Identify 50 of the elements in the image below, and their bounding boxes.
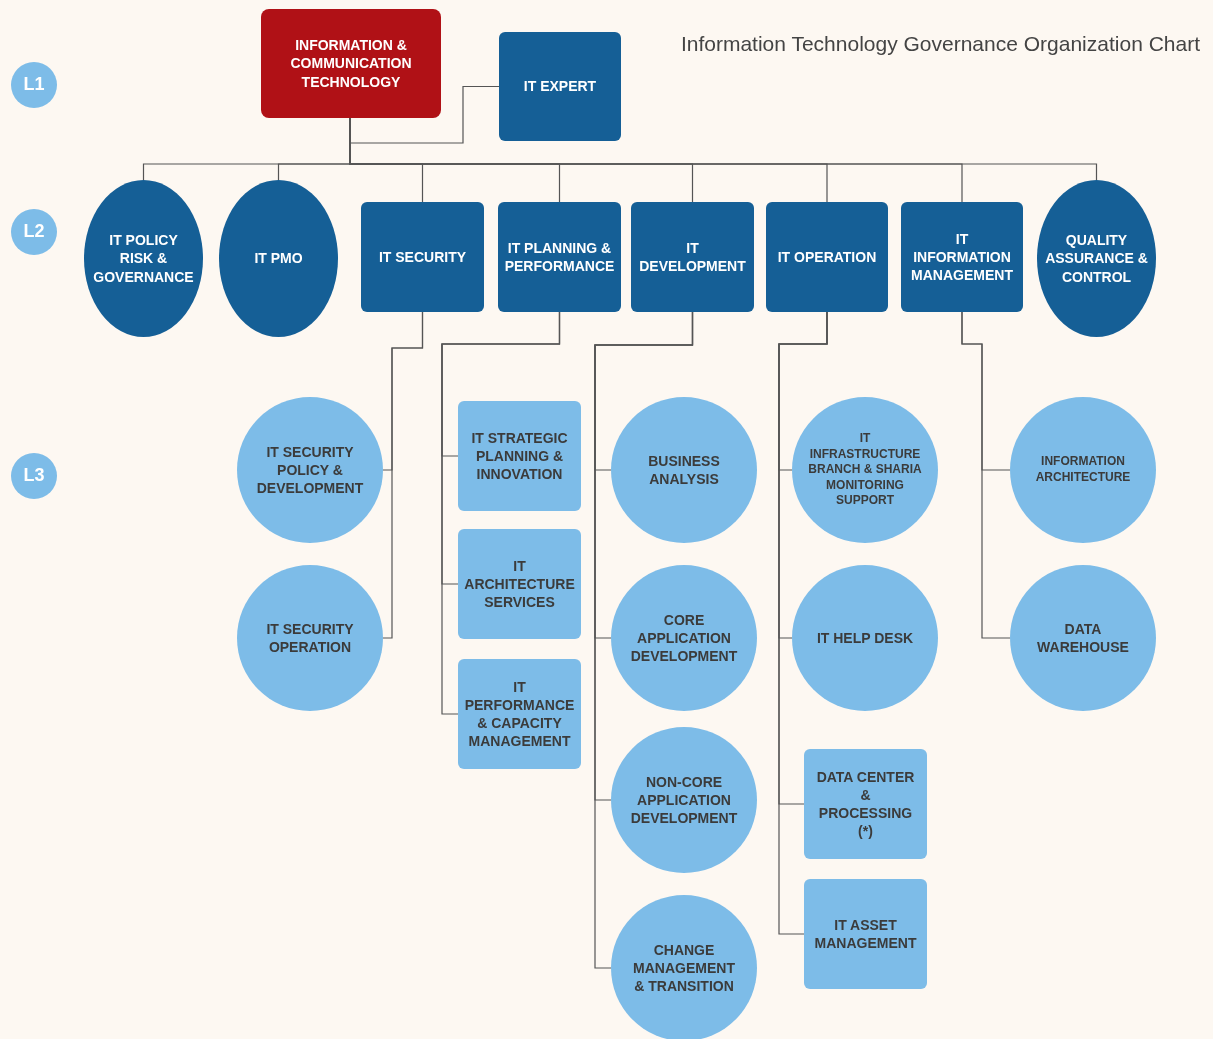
sub-unit-box (804, 749, 927, 859)
unit-label: NON-CORE APPLICATION DEVELOPMENT (629, 772, 739, 828)
unit-box (631, 202, 754, 312)
unit-label: CORE APPLICATION DEVELOPMENT (629, 610, 739, 666)
connector-line (382, 311, 424, 639)
unit-box (901, 202, 1023, 312)
unit-label: L1 (23, 73, 45, 97)
level-badge (11, 453, 57, 499)
unit-label: L2 (23, 220, 45, 244)
level-badge (11, 62, 57, 108)
unit-label: INFORMATION & COMMUNICATION TECHNOLOGY (289, 36, 413, 91)
unit-label: QUALITY ASSURANCE & CONTROL (1045, 231, 1148, 286)
unit-label: DATA CENTER & PROCESSING (*) (815, 767, 916, 841)
unit-label: IT OPERATION (777, 247, 877, 267)
unit-label: L3 (23, 464, 45, 488)
unit-label: IT STRATEGIC PLANNING & INNOVATION (470, 428, 569, 484)
unit-label: IT INFRASTRUCTURE BRANCH & SHARIA MONITORING SUPPORT (808, 431, 922, 509)
unit-label: IT HELP DESK (816, 628, 914, 648)
sub-unit-box (458, 529, 581, 639)
unit-box (766, 202, 888, 312)
unit-label: IT INFORMATION MANAGEMENT (910, 229, 1014, 285)
sub-unit-box (804, 879, 927, 989)
connector-line (961, 311, 1011, 639)
unit-label: CHANGE MANAGEMENT & TRANSITION (632, 940, 736, 996)
unit-label: IT POLICY RISK & GOVERNANCE (92, 231, 195, 286)
chart-title: Information Technology Governance Organization Chart (680, 31, 1200, 57)
sub-unit-box (458, 401, 581, 511)
connector-line (349, 85, 500, 144)
unit-label: IT PLANNING & PERFORMANCE (504, 238, 615, 276)
unit-label: INFORMATION ARCHITECTURE (1034, 454, 1132, 486)
connector-line (441, 311, 561, 715)
unit-label: IT PMO (254, 249, 303, 268)
level-badge (11, 209, 57, 255)
sub-unit-box (458, 659, 581, 769)
connector-line (594, 311, 694, 969)
unit-label: DATA WAREHOUSE (1036, 619, 1130, 657)
root-unit-box (261, 9, 441, 118)
unit-label: IT EXPERT (523, 77, 597, 96)
unit-label: IT ARCHITECTURE SERVICES (464, 556, 575, 612)
unit-box (499, 32, 621, 141)
unit-box (498, 202, 621, 312)
unit-label: IT SECURITY (378, 247, 467, 267)
connector-line (778, 311, 828, 935)
unit-label: BUSINESS ANALYSIS (647, 451, 721, 489)
unit-label: IT SECURITY POLICY & DEVELOPMENT (255, 442, 365, 498)
unit-box (361, 202, 484, 312)
unit-label: IT DEVELOPMENT (639, 238, 746, 276)
unit-label: IT ASSET MANAGEMENT (813, 915, 918, 953)
unit-label: IT PERFORMANCE & CAPACITY MANAGEMENT (464, 677, 575, 751)
unit-label: IT SECURITY OPERATION (265, 619, 355, 657)
